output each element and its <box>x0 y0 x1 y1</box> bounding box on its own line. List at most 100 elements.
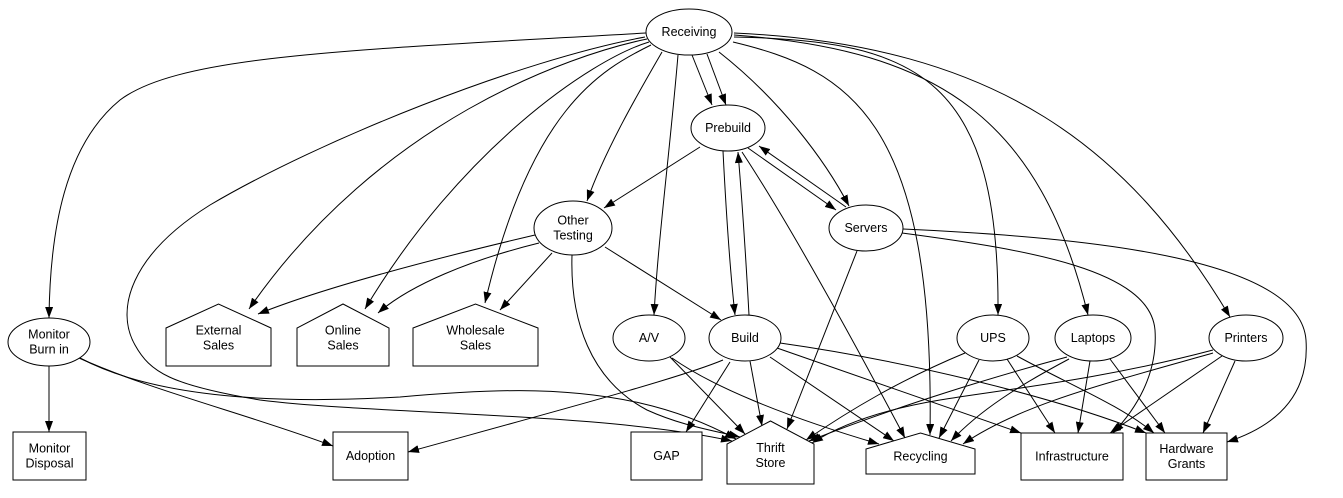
node-label-line: Infrastructure <box>1035 450 1109 464</box>
edge-build-to-thrift-store <box>749 360 764 427</box>
node-label: Build <box>731 331 759 345</box>
edge-laptops-to-hardware-grants <box>1109 358 1166 434</box>
node-prebuild: Prebuild <box>690 104 766 152</box>
edge-receiving-to-thrift-store <box>126 36 733 443</box>
node-ellipse <box>828 204 904 252</box>
node-label-line: UPS <box>980 331 1006 345</box>
edge-printers-to-recycling <box>962 352 1214 445</box>
edge-laptops-to-recycling <box>950 358 1070 442</box>
edge-other-testing-to-build <box>604 246 722 321</box>
node-ellipse <box>956 314 1030 362</box>
node-house <box>165 303 272 367</box>
edge-prebuild-to-recycling <box>741 151 906 439</box>
edge-ups-to-hardware-grants <box>1016 355 1155 434</box>
edge-receiving-to-other-testing <box>586 51 663 202</box>
node-label: Printers <box>1224 331 1267 345</box>
edge-laptops-to-infrastructure <box>1075 360 1091 434</box>
node-laptops: Laptops <box>1054 314 1132 362</box>
node-label-line: Grants <box>1168 457 1206 471</box>
node-ellipse <box>690 104 766 152</box>
node-label-line: Servers <box>844 221 887 235</box>
edge-receiving-to-ups <box>733 36 1003 316</box>
node-label-line: GAP <box>653 449 679 463</box>
node-label-line: Sales <box>460 339 491 353</box>
edge-receiving-to-printers <box>733 32 1231 318</box>
edge-receiving-to-wholesale-sales <box>483 44 652 304</box>
edge-av-to-recycling <box>671 357 880 445</box>
node-infrastructure: Infrastructure <box>1020 432 1124 481</box>
node-receiving: Receiving <box>645 8 733 56</box>
node-label-line: A/V <box>639 331 660 345</box>
edge-build-to-prebuild <box>734 151 750 316</box>
node-build: Build <box>708 314 782 362</box>
edges-layer <box>45 32 1307 453</box>
node-label-line: Wholesale <box>446 324 504 338</box>
node-label: Infrastructure <box>1035 450 1109 464</box>
edge-receiving-to-prebuild <box>691 54 713 106</box>
node-label: Adoption <box>346 449 395 463</box>
edge-receiving-to-av <box>650 54 679 316</box>
node-label-line: External <box>196 324 242 338</box>
node-label: GAP <box>653 449 679 463</box>
node-gap: GAP <box>630 431 703 481</box>
edge-receiving-to-prebuild <box>706 53 727 106</box>
node-label-line: Testing <box>553 229 593 243</box>
node-label-line: Hardware <box>1159 442 1213 456</box>
node-label-line: Recycling <box>893 450 947 464</box>
node-ellipse <box>612 314 686 362</box>
node-house <box>865 432 976 475</box>
edge-build-to-infrastructure <box>776 347 1022 434</box>
edge-ups-to-recycling <box>938 359 980 439</box>
node-box <box>630 431 703 481</box>
node-av: A/V <box>612 314 686 362</box>
edge-prebuild-to-build <box>722 150 738 316</box>
node-label-line: Laptops <box>1071 331 1115 345</box>
node-label-line: Thrift <box>756 441 785 455</box>
node-ellipse <box>1054 314 1132 362</box>
node-box <box>1020 432 1124 481</box>
node-recycling: Recycling <box>865 432 976 475</box>
edge-ups-to-thrift-store <box>805 352 966 441</box>
node-label: Prebuild <box>705 121 751 135</box>
edge-build-to-hardware-grants <box>779 342 1147 434</box>
edge-receiving-to-servers <box>718 51 850 207</box>
edge-build-to-gap <box>685 361 731 433</box>
node-label: Servers <box>844 221 887 235</box>
node-label-line: Adoption <box>346 449 395 463</box>
edge-servers-to-hardware-grants <box>902 228 1307 443</box>
edge-receiving-to-monitor-burn-in <box>45 32 647 319</box>
node-label-line: Online <box>325 324 361 338</box>
node-house <box>726 420 815 485</box>
edge-other-testing-to-online-sales <box>377 242 540 314</box>
node-label-line: Disposal <box>26 457 74 471</box>
node-box <box>12 431 87 481</box>
node-label-line: Burn in <box>29 343 69 357</box>
edge-prebuild-to-servers <box>747 147 837 211</box>
edge-printers-to-infrastructure <box>1109 355 1223 434</box>
edge-other-testing-to-external-sales <box>257 234 536 315</box>
node-ellipse <box>708 314 782 362</box>
node-ellipse <box>533 200 613 256</box>
node-adoption: Adoption <box>332 431 409 481</box>
node-label-line: Monitor <box>29 442 71 456</box>
edge-monitor-burn-in-to-thrift-store <box>79 357 737 440</box>
node-label-line: Receiving <box>662 25 717 39</box>
edge-servers-to-infrastructure <box>901 232 1156 434</box>
node-label: Laptops <box>1071 331 1115 345</box>
node-servers: Servers <box>828 204 904 252</box>
node-label-line: Sales <box>327 339 358 353</box>
edge-prebuild-to-other-testing <box>603 146 701 209</box>
node-label-line: Monitor <box>28 328 70 342</box>
edge-receiving-to-external-sales <box>248 38 648 310</box>
